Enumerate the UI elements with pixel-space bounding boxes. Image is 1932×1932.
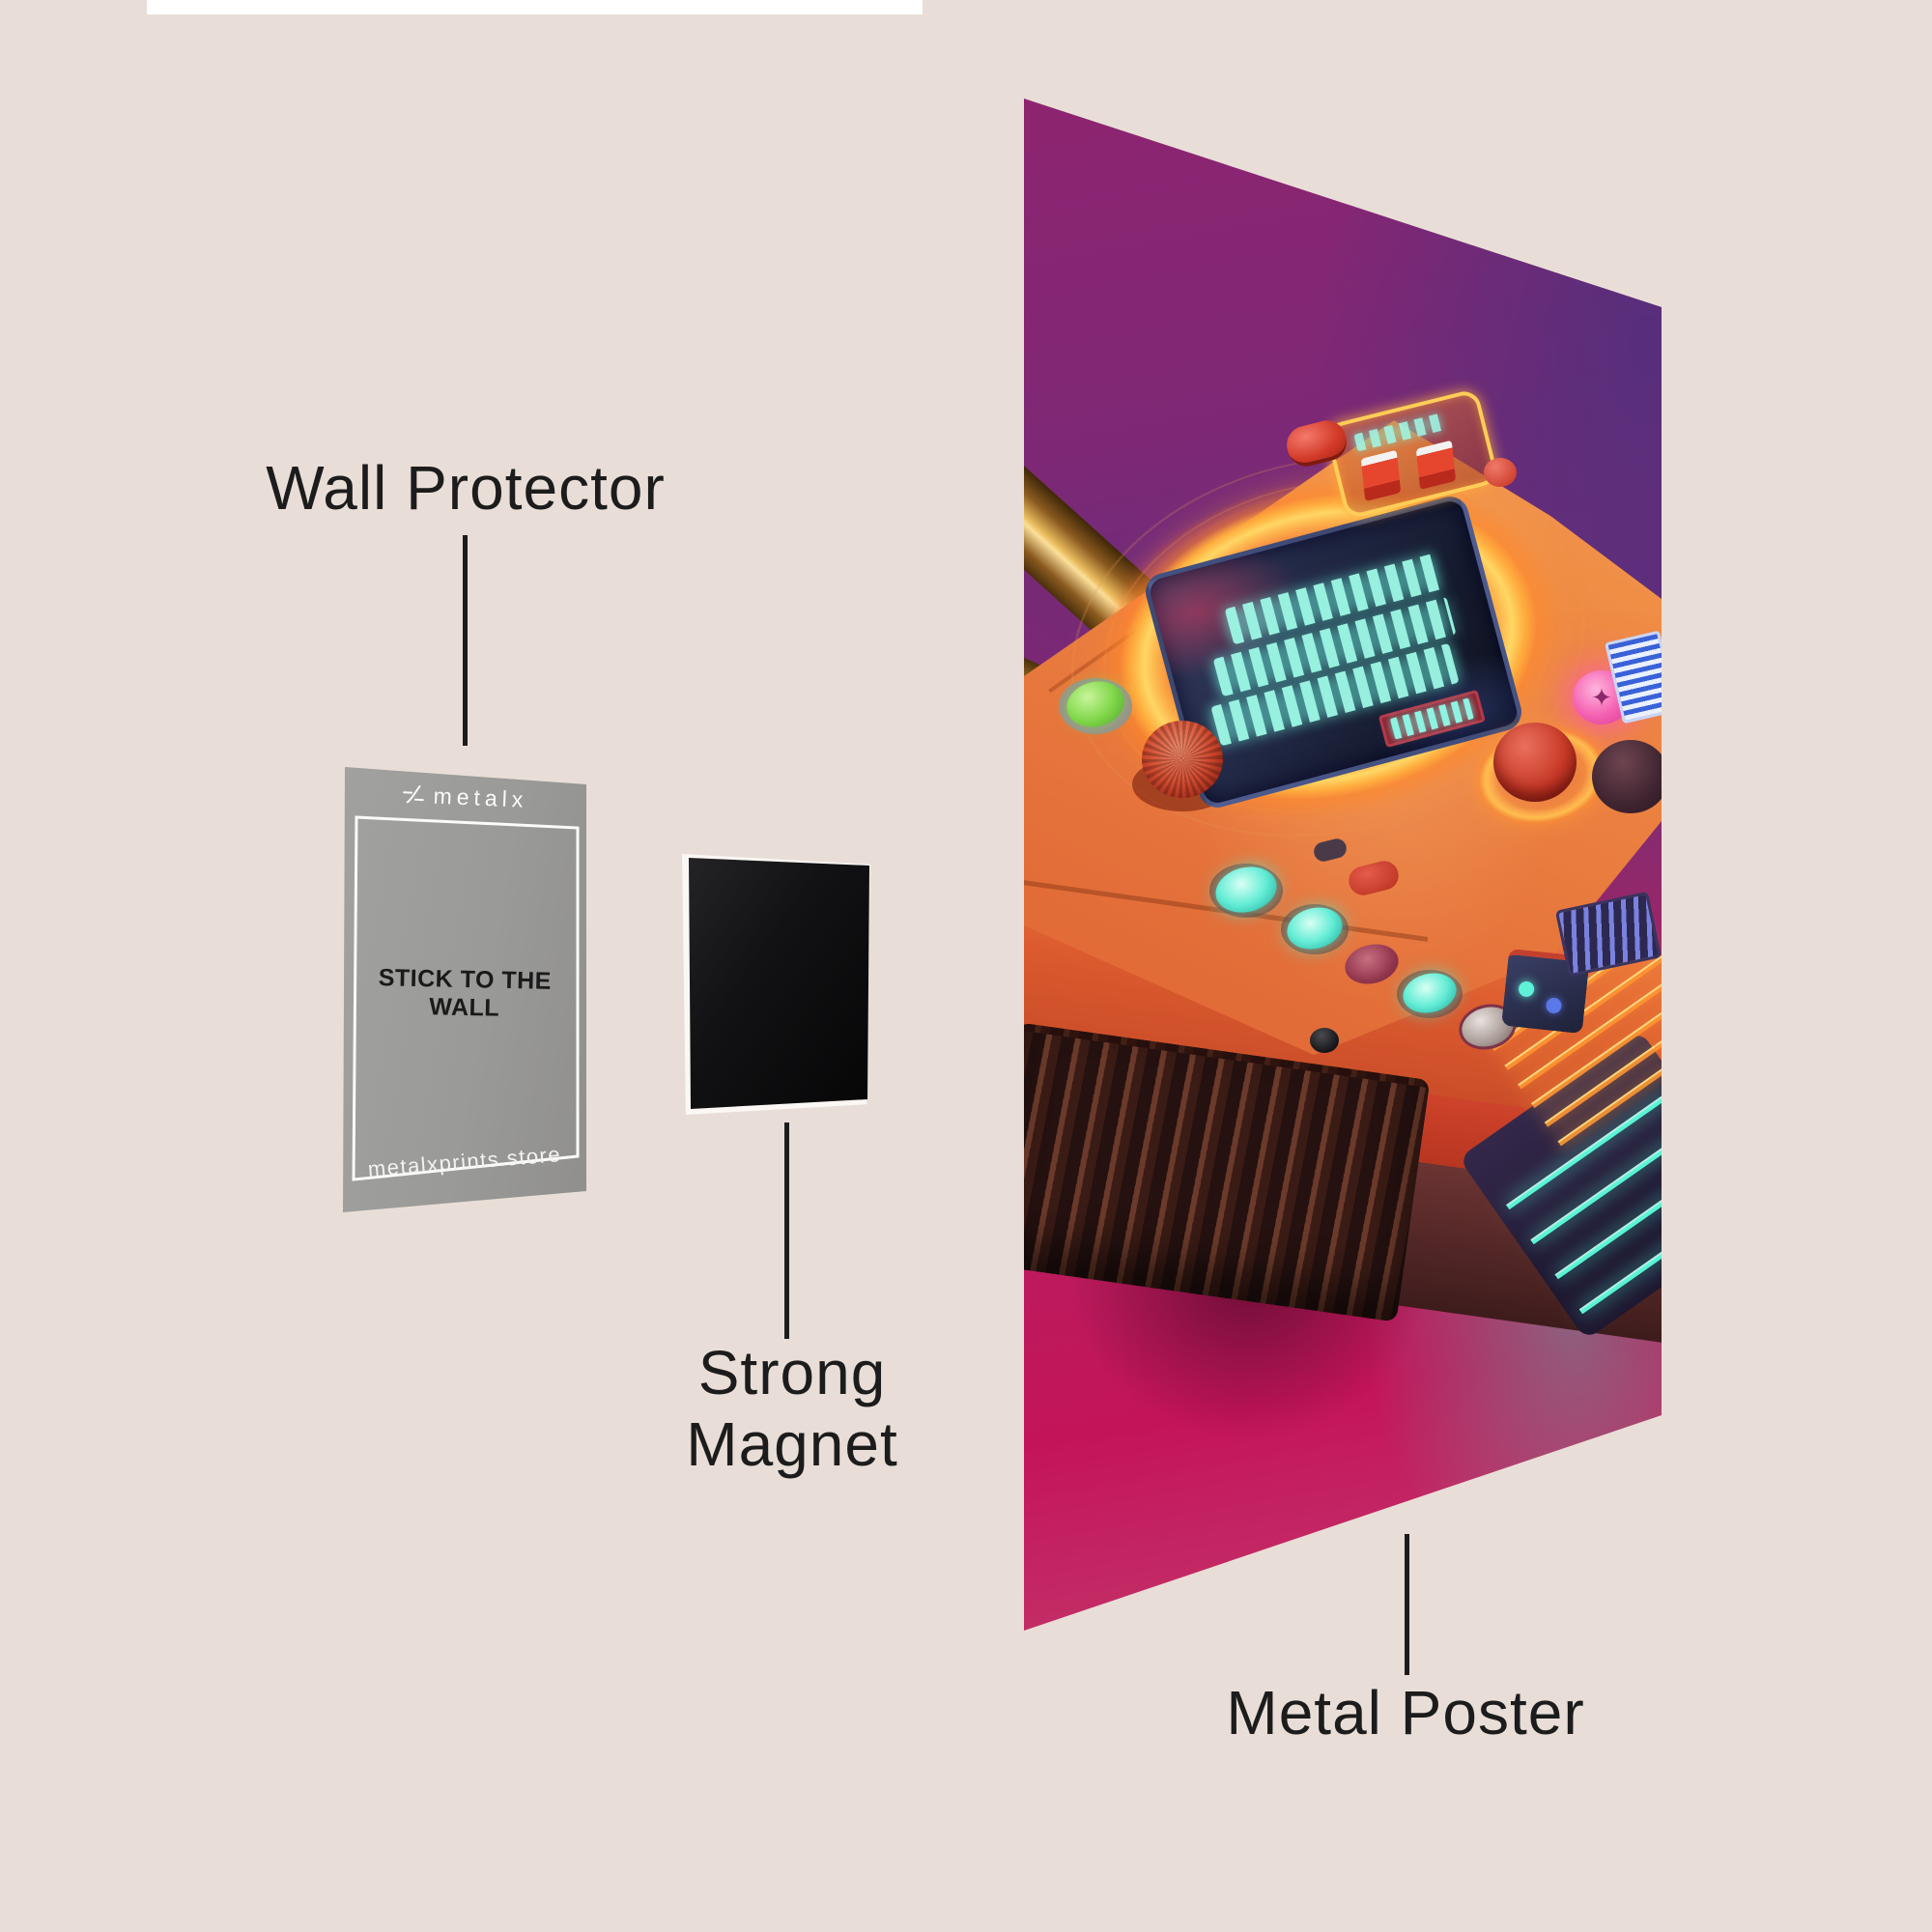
textured-red-knob <box>1142 721 1223 798</box>
card-message: STICK TO THE WALL <box>378 964 553 1022</box>
wall-protector-leader-line <box>463 535 468 746</box>
card-brand-row: metalx <box>343 780 587 816</box>
card-brand-text: metalx <box>433 782 528 812</box>
dark-rotary-knob <box>1592 740 1662 813</box>
wall-protector-card-surface <box>343 767 586 1212</box>
metalx-logo-icon <box>402 784 424 803</box>
metal-poster-panel: ✦ <box>1024 99 1662 1631</box>
blue-indicator-light <box>1545 997 1563 1014</box>
wall-protector-card: metalx STICK TO THE WALL metalxprints.st… <box>343 767 586 1212</box>
top-edge-strip <box>147 0 923 14</box>
strong-magnet-square <box>689 858 869 1109</box>
wall-protector-label: Wall Protector <box>266 453 666 523</box>
metal-poster-leader-line <box>1405 1534 1409 1675</box>
black-screw-knob <box>1310 1028 1339 1053</box>
red-switch <box>1360 449 1402 502</box>
star-icon: ✦ <box>1591 682 1612 712</box>
card-inner-border <box>352 815 580 1181</box>
small-red-button <box>1484 458 1517 487</box>
strong-magnet-leader-line <box>784 1122 789 1339</box>
metal-poster-label: Metal Poster <box>1226 1678 1585 1747</box>
strong-magnet-label: Strong Magnet <box>686 1338 898 1480</box>
teal-indicator-light <box>1518 980 1535 998</box>
red-rotary-knob <box>1493 723 1577 802</box>
red-switch <box>1415 440 1457 490</box>
poster-artwork: ✦ <box>1024 99 1662 1631</box>
